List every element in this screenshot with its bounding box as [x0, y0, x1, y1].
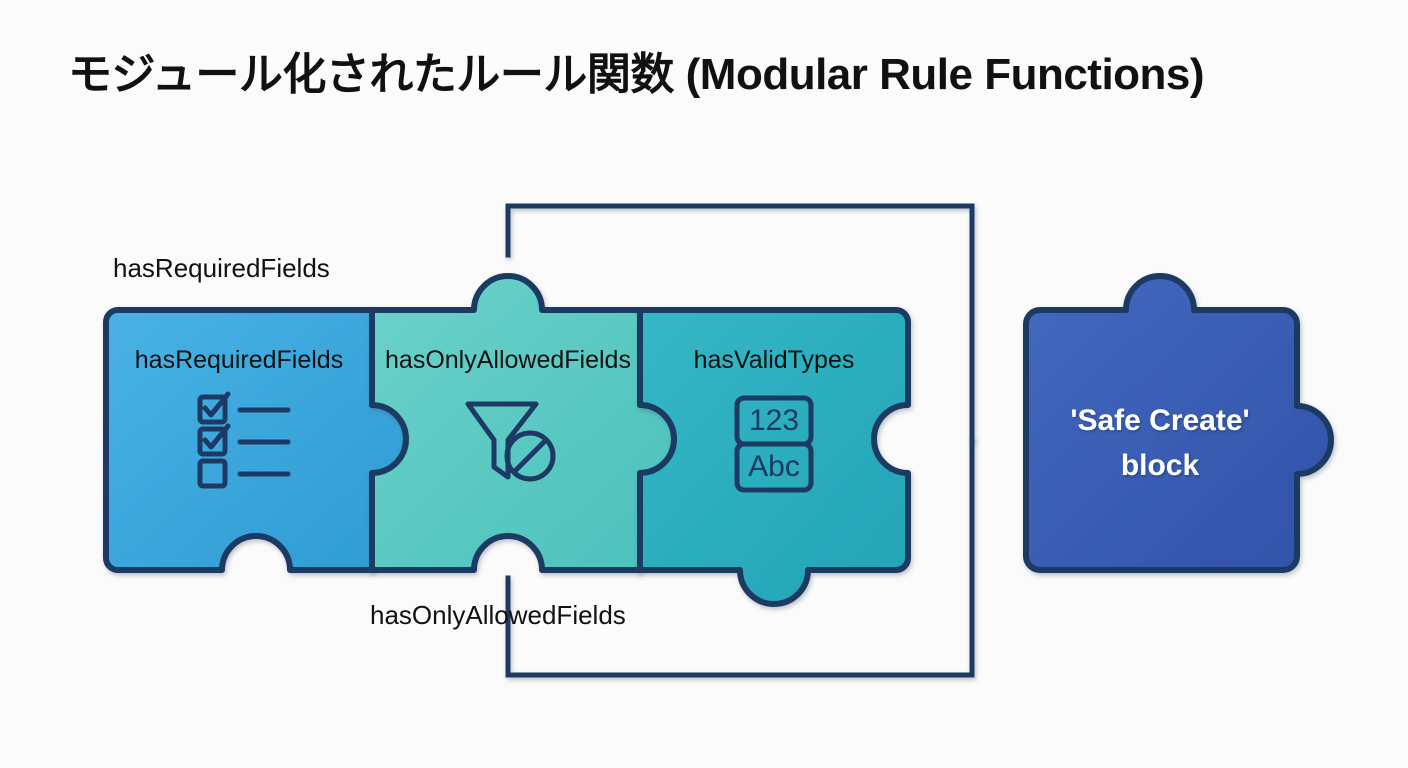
connector-bottom-route: [505, 437, 975, 678]
safe-create-label-line2: block: [1121, 449, 1200, 482]
piece-label-has-required-fields: hasRequiredFields: [135, 346, 343, 374]
connector-top-route: [505, 203, 975, 443]
safe-create-label-line1: 'Safe Create': [1070, 404, 1249, 437]
checklist-icon: [197, 391, 291, 489]
page-title: モジュール化されたルール関数 (Modular Rule Functions): [68, 50, 1205, 99]
safe-create-block[interactable]: [1023, 273, 1334, 573]
type-badges-icon: 123 Abc: [734, 395, 814, 493]
type-badge-string-label: Abc: [748, 450, 800, 483]
piece-label-has-valid-types: hasValidTypes: [694, 346, 855, 374]
callout-has-required-fields: hasRequiredFields: [113, 253, 330, 283]
callout-has-only-allowed-fields: hasOnlyAllowedFields: [370, 600, 626, 630]
filter-blocked-icon: [465, 401, 556, 482]
piece-label-has-only-allowed-fields: hasOnlyAllowedFields: [385, 346, 631, 374]
type-badge-numeric-label: 123: [749, 404, 799, 437]
puzzle-piece-has-valid-types[interactable]: [637, 307, 911, 607]
